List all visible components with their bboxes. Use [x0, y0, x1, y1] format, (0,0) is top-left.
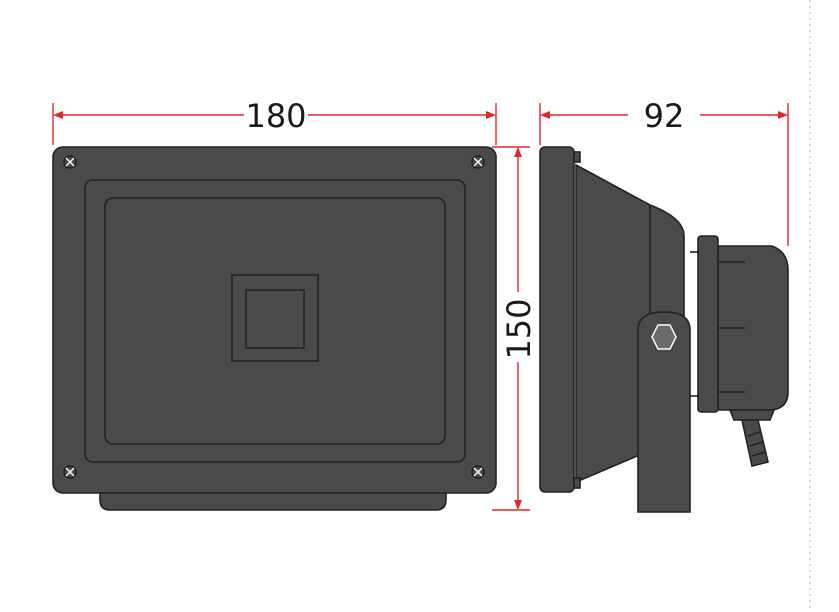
- screw-icon: [63, 155, 77, 169]
- screw-icon: [471, 155, 485, 169]
- junction-gasket: [697, 235, 719, 413]
- dimension-height: 150: [492, 146, 538, 511]
- cable-gland: [728, 409, 776, 421]
- side-plate-tab-top: [573, 151, 581, 163]
- side-view: [539, 146, 789, 513]
- front-view: [52, 146, 497, 511]
- width-label: 180: [245, 97, 306, 135]
- height-label: 150: [500, 298, 538, 359]
- mounting-bracket: [637, 311, 691, 513]
- hex-nut-icon: [651, 324, 677, 350]
- screw-icon: [471, 465, 485, 479]
- power-cable: [741, 419, 769, 467]
- side-plate-tab-bottom: [573, 477, 581, 489]
- junction-box: [717, 245, 789, 411]
- screw-icon: [63, 465, 77, 479]
- dimension-depth: 92: [539, 97, 789, 246]
- depth-label: 92: [644, 97, 685, 135]
- side-front-plate: [539, 146, 575, 493]
- led-inner-square: [245, 289, 305, 349]
- dimension-width: 180: [52, 97, 497, 145]
